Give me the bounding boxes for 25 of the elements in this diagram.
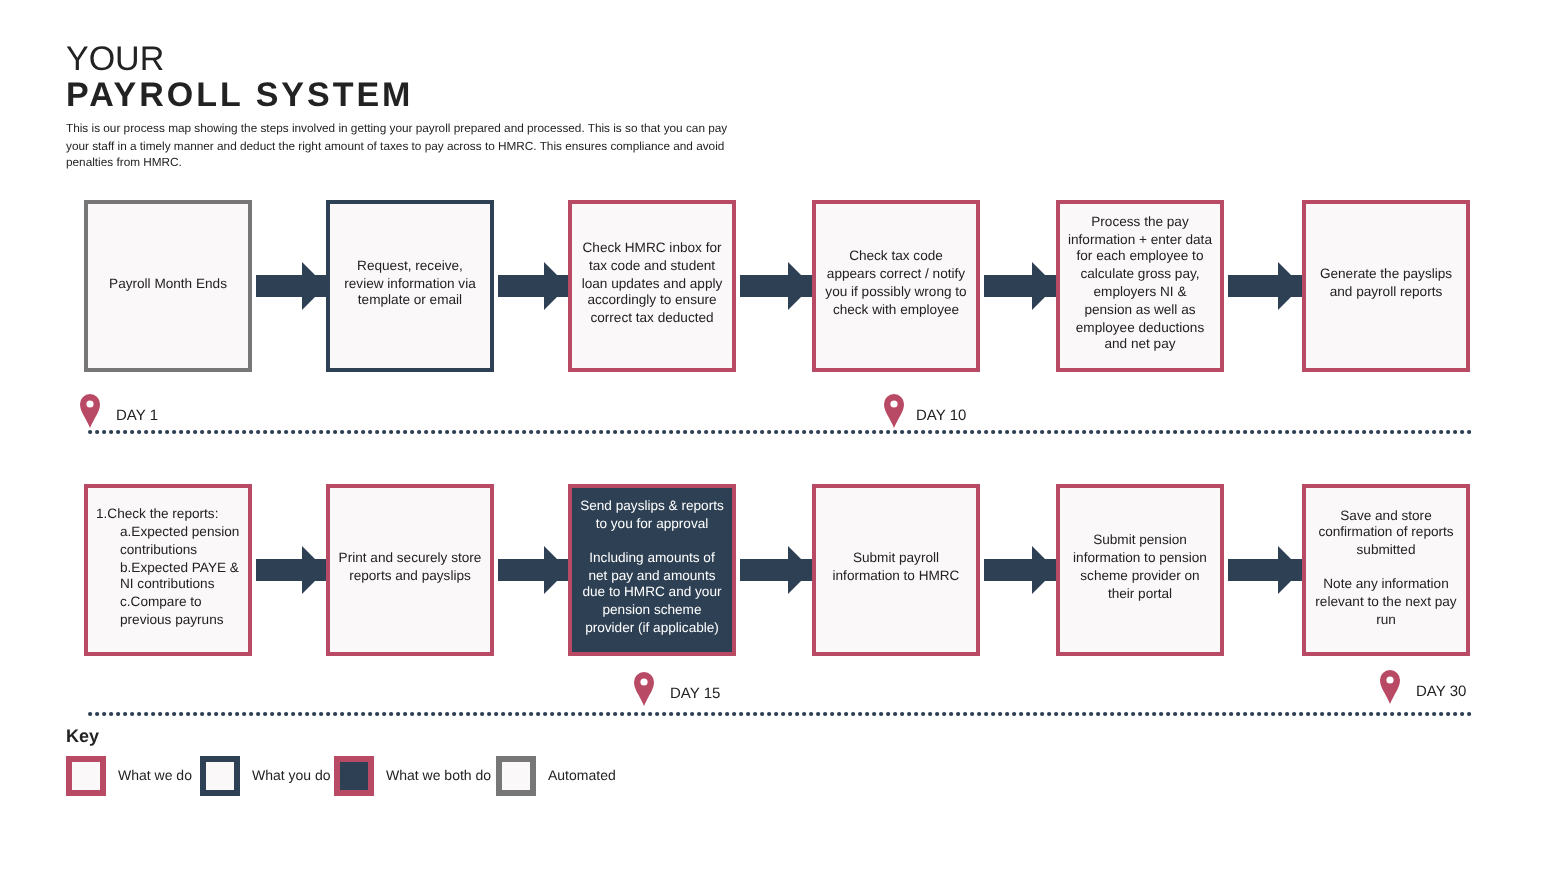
arrow — [1228, 262, 1302, 310]
process-box — [568, 484, 736, 656]
process-box — [812, 484, 980, 656]
arrow — [256, 262, 326, 310]
arrow — [1228, 546, 1302, 594]
process-box — [568, 200, 736, 372]
arrow — [498, 546, 568, 594]
arrow — [256, 546, 326, 594]
process-box — [326, 484, 494, 656]
arrow — [498, 262, 568, 310]
process-box — [84, 484, 252, 656]
arrow — [984, 262, 1056, 310]
arrow — [740, 262, 812, 310]
process-box — [1056, 200, 1224, 372]
process-box — [326, 200, 494, 372]
process-box — [1302, 484, 1470, 656]
title-text: PAYROLL SYSTEM — [66, 76, 414, 116]
arrow — [740, 546, 812, 594]
process-box — [1056, 484, 1224, 656]
key-heading: Key — [66, 726, 100, 748]
title-text: YOUR — [66, 40, 165, 81]
process-box — [812, 200, 980, 372]
process-box — [1302, 200, 1470, 372]
arrow — [984, 546, 1056, 594]
process-box — [84, 200, 252, 372]
